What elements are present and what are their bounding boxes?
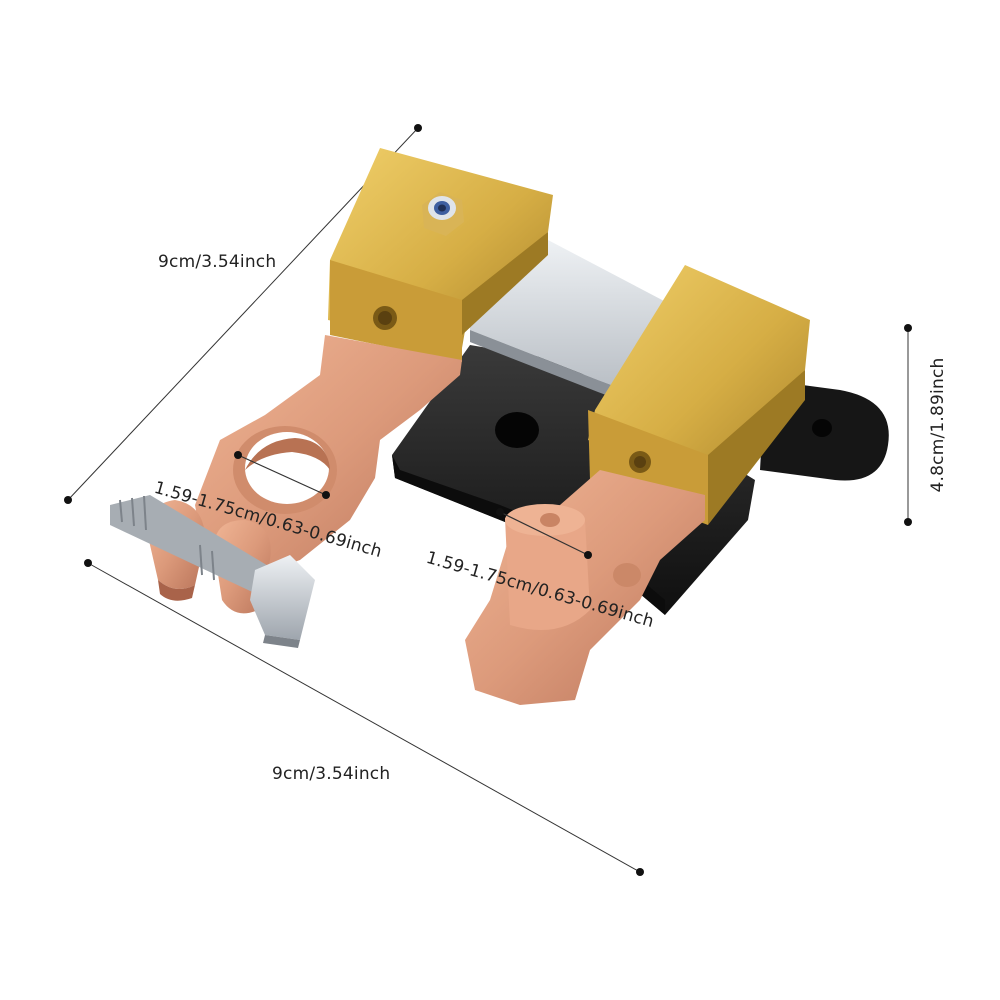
post-diameter-indicator-left	[234, 451, 330, 499]
hex-nut	[422, 192, 464, 236]
copper-post-terminal	[465, 470, 705, 705]
dimension-label-length-bottom: 9cm/3.54inch	[272, 764, 391, 784]
clamp-bolt	[110, 495, 315, 648]
post-diameter-indicator-right	[496, 508, 592, 559]
dimension-line-top	[64, 124, 422, 504]
dimension-label-length-top: 9cm/3.54inch	[158, 252, 277, 272]
dimension-label-height: 4.8cm/1.89inch	[928, 357, 948, 493]
brass-bracket-left	[328, 148, 553, 362]
dimension-line-height	[904, 324, 912, 526]
dimension-line-bottom	[84, 559, 644, 876]
